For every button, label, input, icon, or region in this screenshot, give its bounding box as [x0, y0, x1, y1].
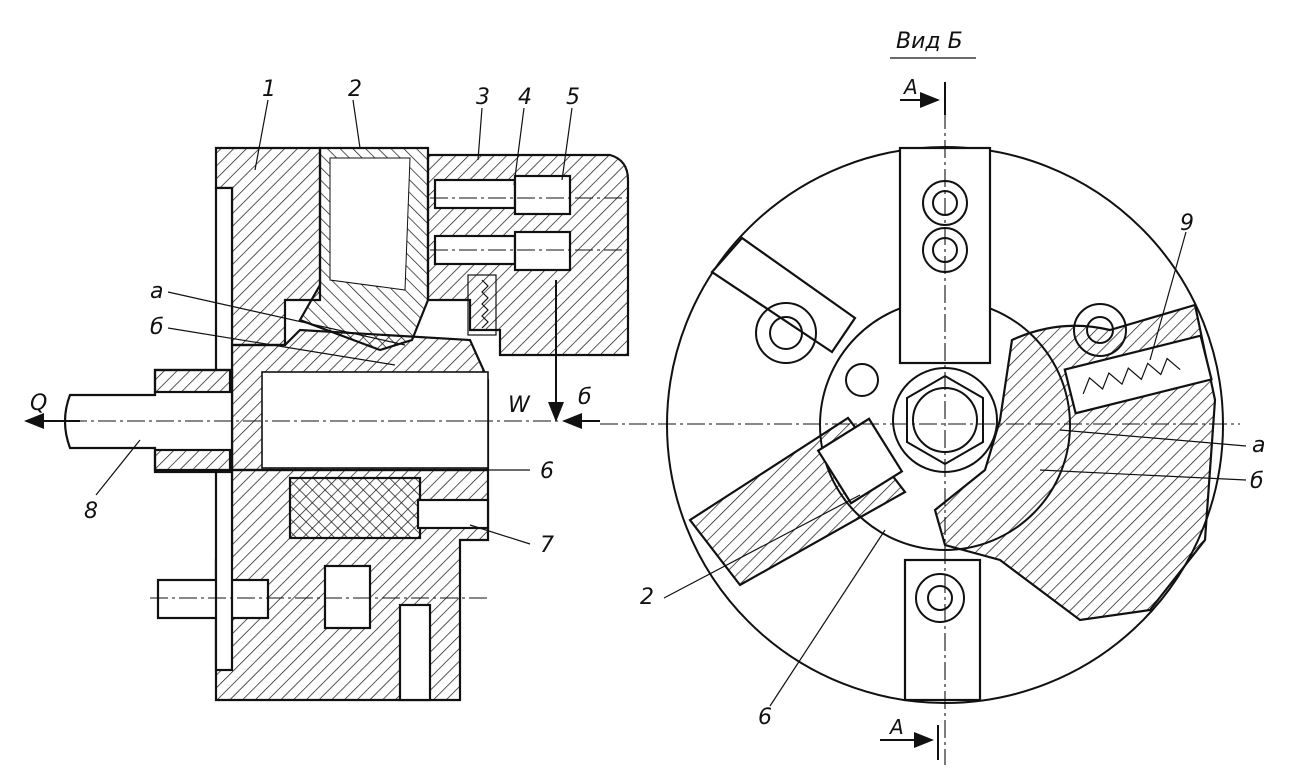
callout-a-left: а — [150, 279, 163, 304]
upper-left-jaw-slot — [710, 236, 857, 354]
callout-3: 3 — [476, 85, 490, 110]
callout-9: 9 — [1180, 211, 1194, 236]
callout-b-right: б — [1250, 469, 1264, 494]
callout-6-right: 6 — [758, 705, 772, 730]
section-mark-bottom: А — [888, 715, 904, 739]
callout-2-right: 2 — [640, 585, 654, 610]
screw-part-7 — [416, 498, 490, 530]
callout-1: 1 — [262, 77, 276, 102]
callout-2: 2 — [348, 77, 362, 102]
callout-a-right: а — [1252, 433, 1265, 458]
callout-b-left: б — [150, 315, 164, 340]
callout-7: 7 — [540, 533, 554, 558]
callout-5: 5 — [566, 85, 580, 110]
view-arrow-label: б — [578, 385, 592, 410]
view-title: Вид Б — [896, 29, 963, 54]
sectional-view — [24, 146, 630, 702]
force-w-label: W — [508, 393, 531, 418]
spring-part-9 — [1063, 334, 1213, 415]
callout-6-left: 6 — [540, 459, 554, 484]
mounting-bolt — [156, 578, 270, 620]
left-leaders — [95, 99, 573, 545]
right-leaders — [663, 231, 1247, 707]
bottom-jaw-slot — [903, 558, 982, 702]
section-mark-top: А — [902, 75, 918, 99]
callout-8: 8 — [84, 499, 98, 524]
right-callout-labels: 9 а б 2 6 — [640, 211, 1265, 730]
force-q-label: Q — [30, 391, 47, 416]
left-callout-labels: 1 2 3 4 5 а б 6 7 8 Q W б — [30, 77, 592, 558]
callout-4: 4 — [518, 85, 532, 110]
end-view: Вид Б А А — [600, 29, 1240, 765]
screw-upper — [433, 178, 517, 210]
